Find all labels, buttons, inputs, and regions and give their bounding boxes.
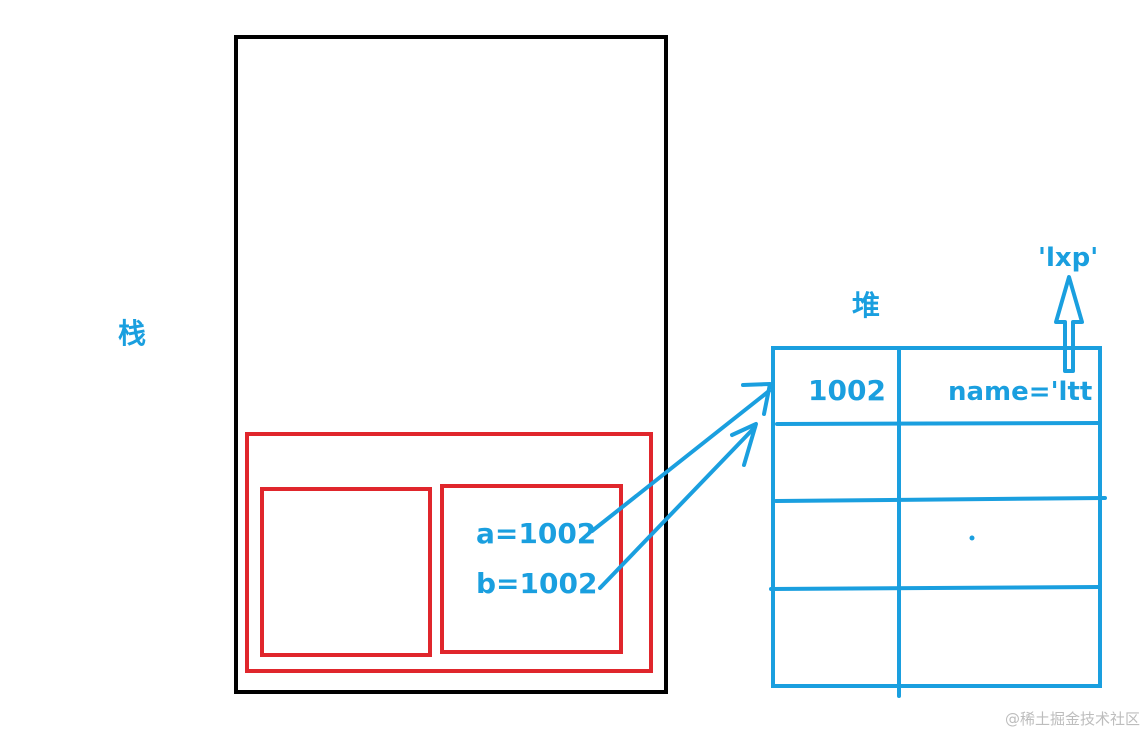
stack-label: 栈 <box>118 317 147 350</box>
hollow-up-arrow <box>1054 275 1084 373</box>
watermark: @稀土掘金技术社区 <box>1004 710 1140 728</box>
heap-field-label: name='ltt <box>948 379 1093 405</box>
reference-arrows <box>590 382 772 590</box>
heap-address-label: 1002 <box>808 374 886 407</box>
stack-box <box>234 35 668 694</box>
stack-frame-left-cell <box>260 487 432 657</box>
arrow-b-head <box>730 422 758 467</box>
arrow-a-head <box>741 382 772 416</box>
heap-table <box>769 346 1107 698</box>
heap-dot <box>969 535 975 541</box>
new-value-label: 'lxp' <box>1038 243 1099 273</box>
stack-frame <box>245 432 653 673</box>
heap-label: 堆 <box>852 289 881 322</box>
var-a-label: a=1002 <box>476 517 597 550</box>
var-b-label: b=1002 <box>476 567 598 600</box>
arrow-b-to-heap <box>598 425 757 590</box>
arrow-a-to-heap <box>590 389 771 533</box>
